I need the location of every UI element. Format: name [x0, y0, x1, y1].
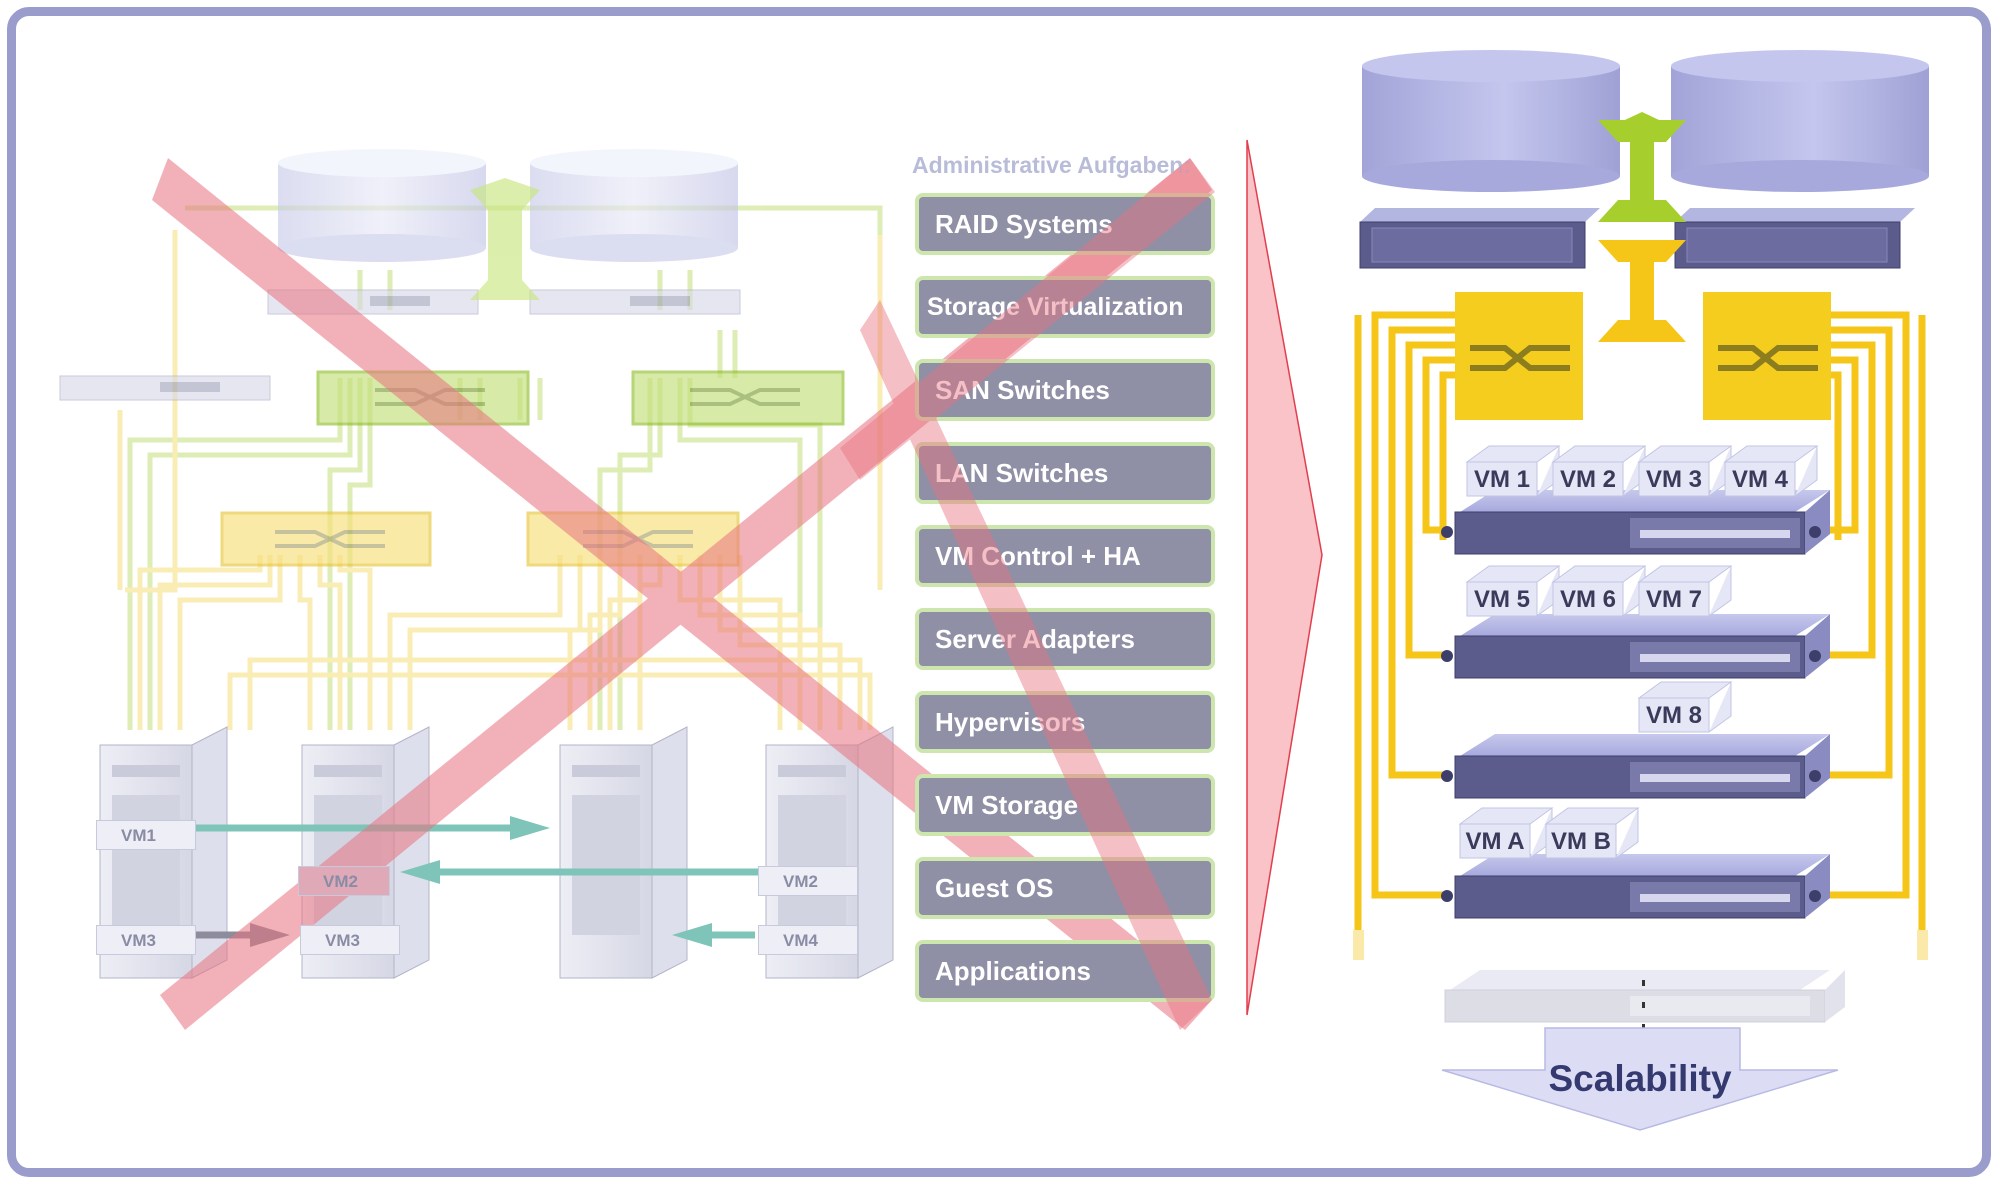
vm-label: VM 2: [1559, 466, 1616, 493]
future-server-dots: [1642, 980, 1645, 1030]
scalability-label: Scalability: [1548, 1058, 1732, 1099]
vm-label: VM B: [1551, 828, 1611, 855]
vm-label: VM 8: [1645, 702, 1702, 729]
admin-task-item: VM Control + HA: [915, 525, 1215, 587]
admin-task-item: SAN Switches: [915, 359, 1215, 421]
admin-task-item: Applications: [915, 940, 1215, 1002]
admin-task-item: Server Adapters: [915, 608, 1215, 670]
left-vm-migration-arrows: [190, 816, 760, 947]
storage-virtualization-icon: [1598, 112, 1686, 222]
vm-blocks: [1458, 445, 1819, 859]
vm-label: VM 1: [1473, 466, 1530, 493]
admin-task-item: Guest OS: [915, 857, 1215, 919]
vm-label: VM 7: [1645, 586, 1702, 613]
rack-servers: [1441, 490, 1830, 919]
network-switches: [1455, 292, 1831, 420]
future-server: [1444, 970, 1845, 1023]
admin-task-item: LAN Switches: [915, 442, 1215, 504]
vm-label: VM 4: [1731, 466, 1788, 493]
vm-label: VM 5: [1473, 586, 1530, 613]
admin-task-item: VM Storage: [915, 774, 1215, 836]
admin-task-item: RAID Systems: [915, 193, 1215, 255]
vm-label: VM3: [300, 925, 400, 955]
right-cabling-fade: [1353, 930, 1928, 960]
vm-label: VM1: [96, 820, 196, 850]
vm-label: VM2: [298, 866, 390, 896]
vm-label: VM3: [96, 925, 196, 955]
left-storage-disks: [278, 149, 738, 262]
vm-label: VM4: [758, 925, 858, 955]
scalability-arrow: [1441, 1027, 1839, 1131]
storage-disks: [1362, 50, 1929, 192]
divider-arrow-shape: [1246, 139, 1323, 1016]
vm-label: VM A: [1465, 828, 1525, 855]
vm-label: VM 6: [1559, 586, 1616, 613]
admin-task-item: Storage Virtualization: [915, 276, 1215, 338]
vm-label: VM 3: [1645, 466, 1702, 493]
admin-tasks-title: Administrative Aufgaben:: [912, 152, 1192, 178]
left-storage-virtualization-icon: [470, 178, 540, 300]
admin-task-item: Hypervisors: [915, 691, 1215, 753]
vm-label: VM2: [758, 866, 858, 896]
raid-units: [1359, 208, 1915, 269]
network-virtualization-icon: [1598, 240, 1686, 342]
